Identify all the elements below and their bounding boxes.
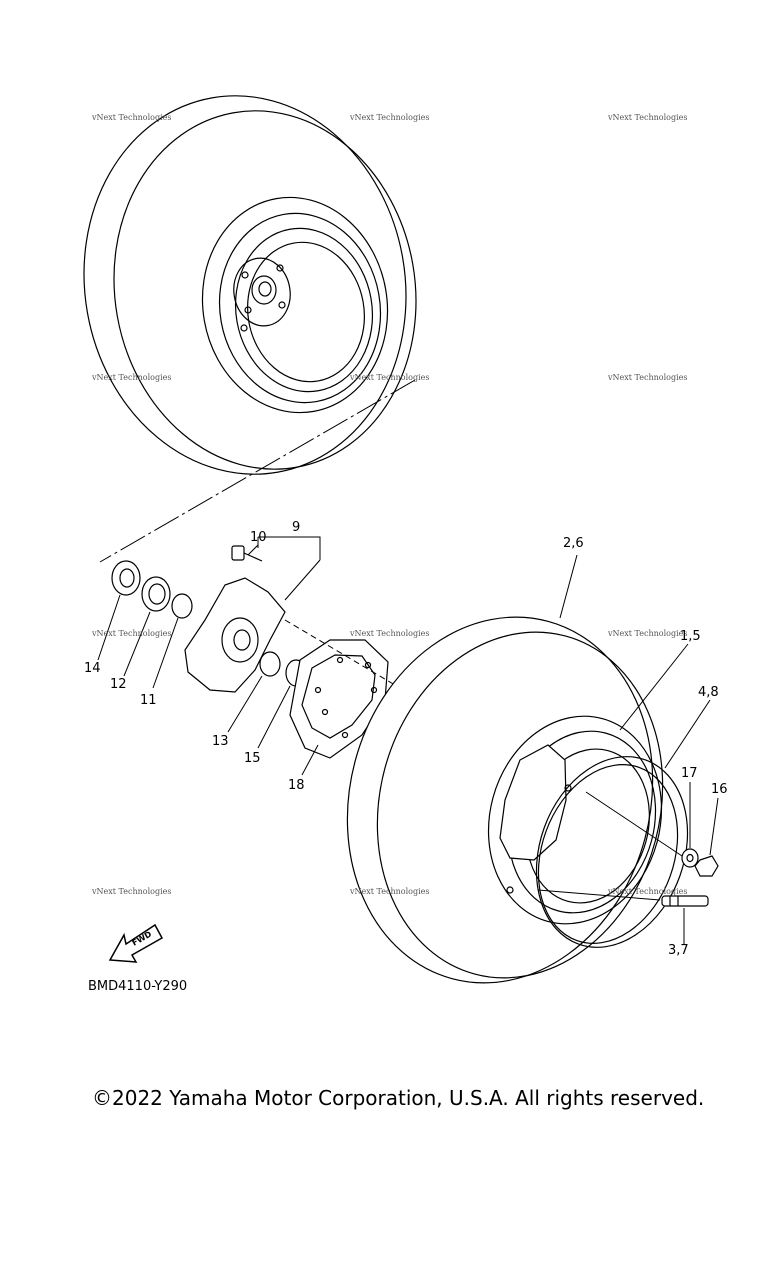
leader-18 (301, 744, 319, 776)
part-label-16: 16 (711, 782, 728, 797)
watermark: vNext Technologies (349, 629, 429, 638)
nut-16 (694, 855, 719, 877)
leader-14 (97, 594, 121, 661)
watermark: vNext Technologies (91, 113, 171, 122)
lower-hub-plate (499, 744, 567, 861)
part-label-9: 9 (292, 520, 300, 535)
leader-10 (247, 544, 259, 556)
hub-9-center (221, 617, 259, 663)
disc-hole (370, 686, 378, 694)
part-label-4-8: 4,8 (698, 685, 719, 700)
part-label-11: 11 (140, 693, 157, 708)
lower-hub-hole (564, 784, 572, 792)
disc-hole (341, 731, 349, 739)
leader-3-7-valve (537, 889, 661, 901)
part-label-13: 13 (212, 734, 229, 749)
leader-13 (227, 675, 263, 733)
part-label-17: 17 (681, 766, 698, 781)
bearing-12 (141, 576, 171, 612)
hub-9-bore (233, 629, 251, 651)
leader-15 (257, 685, 291, 749)
upper-hub-stud (276, 264, 284, 272)
upper-hub-stud (278, 301, 286, 309)
leader-4-8 (664, 699, 711, 769)
upper-hub-stud (240, 324, 248, 332)
watermark: vNext Technologies (349, 373, 429, 382)
diagram-code: BMD4110-Y290 (88, 979, 187, 994)
part-label-2-6: 2,6 (563, 536, 584, 551)
leader-9 (258, 536, 321, 560)
leader-12 (123, 611, 151, 677)
small-fasteners (661, 848, 719, 907)
valve-hole (506, 886, 514, 894)
disc-hole (321, 708, 329, 716)
leader-1-5 (619, 643, 689, 731)
watermarks: vNext Technologies vNext Technologies vN… (91, 113, 687, 896)
part-label-1-5: 1,5 (680, 629, 701, 644)
upper-hub-stud (241, 271, 249, 279)
washer-17-hole (686, 853, 694, 863)
upper-tire-side (113, 110, 417, 470)
disc-hole (314, 686, 322, 694)
watermark: vNext Technologies (91, 373, 171, 382)
watermark: vNext Technologies (607, 113, 687, 122)
seal-13 (259, 651, 281, 677)
watermark: vNext Technologies (607, 887, 687, 896)
leader-lines (97, 536, 719, 945)
watermark: vNext Technologies (349, 887, 429, 896)
upper-hub-bore (258, 281, 272, 297)
watermark: vNext Technologies (607, 373, 687, 382)
oil-seal-14 (111, 560, 141, 596)
part-labels: 9 10 2,6 1,5 14 12 11 4,8 13 15 17 18 16… (84, 520, 728, 958)
upper-rim-outer (201, 196, 389, 414)
disc-hole (336, 656, 344, 664)
watermark: vNext Technologies (349, 113, 429, 122)
oil-seal-14-inner (119, 568, 135, 588)
watermark: vNext Technologies (91, 887, 171, 896)
upper-rim-ring-1 (218, 212, 382, 404)
valve-3-7 (661, 895, 709, 907)
upper-hub-center (251, 275, 277, 305)
bolt-10 (231, 545, 245, 561)
brake-disc-18-inner (301, 654, 376, 739)
spacer-11 (171, 593, 193, 619)
part-label-10: 10 (250, 530, 267, 545)
part-label-12: 12 (110, 677, 127, 692)
lower-tire-side (376, 631, 664, 979)
watermark: vNext Technologies (607, 629, 687, 638)
upper-rim-ring-3 (247, 241, 365, 383)
leader-2-6 (559, 554, 578, 619)
rim-band-4-8-inner (537, 764, 679, 944)
bearing-12-inner (148, 583, 166, 605)
lower-rim-outer (487, 715, 663, 925)
watermark: vNext Technologies (91, 629, 171, 638)
fwd-arrow-icon: FWD (108, 923, 164, 963)
exploded-parts (111, 545, 389, 759)
disc-hole (364, 661, 372, 669)
part-label-18: 18 (288, 778, 305, 793)
upper-connection-line (99, 379, 416, 563)
part-label-14: 14 (84, 661, 101, 676)
part-label-15: 15 (244, 751, 261, 766)
part-label-3-7: 3,7 (668, 943, 689, 958)
lower-tire-outer (346, 616, 654, 984)
leader-17-washer (585, 791, 683, 857)
upper-wheel-assembly (83, 95, 417, 475)
leader-16 (709, 797, 719, 856)
lower-connection-line (284, 619, 401, 689)
upper-tire-outer (83, 95, 407, 475)
copyright-notice: ©2022 Yamaha Motor Corporation, U.S.A. A… (92, 1086, 705, 1110)
lower-wheel-assembly (346, 616, 689, 984)
upper-rim-ring-2 (234, 227, 374, 393)
bolt-10-shank (243, 552, 263, 562)
upper-hub-stud (244, 306, 252, 314)
leader-9c (284, 559, 321, 601)
rim-band-4-8 (535, 756, 689, 948)
leader-11 (152, 617, 179, 689)
upper-hub-plate (233, 257, 291, 327)
